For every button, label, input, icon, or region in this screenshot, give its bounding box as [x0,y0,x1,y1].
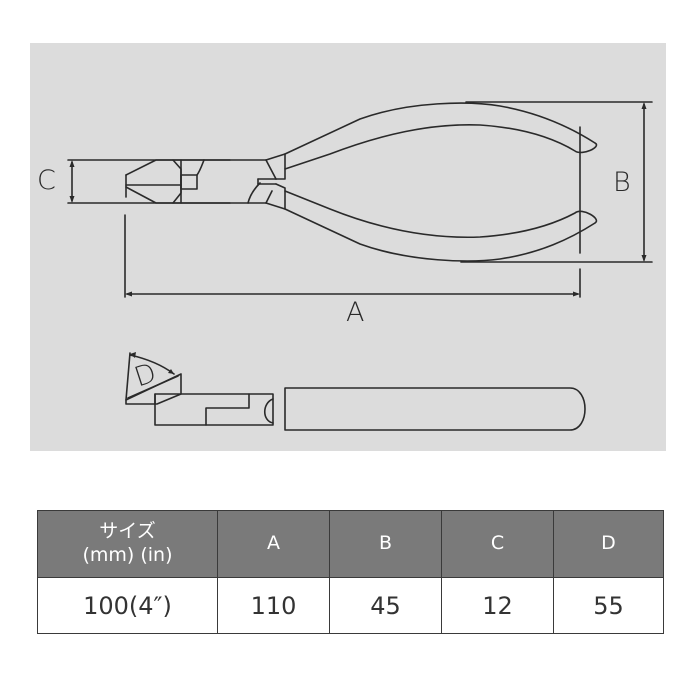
cell-a: 110 [217,577,330,634]
header-c: C [441,510,554,578]
cell-d: 55 [553,577,664,634]
dimension-c [67,159,231,204]
dimension-a [124,214,581,298]
cell-c: 12 [441,577,554,634]
header-size: サイズ (mm) (in) [37,510,218,578]
header-a: A [217,510,330,578]
label-a: A [346,297,365,328]
spec-table: サイズ (mm) (in) A B C D 100(4″) 110 45 12 … [37,510,664,634]
header-size-label: サイズ [99,520,156,543]
pliers-side-view [125,352,586,431]
label-b: B [613,167,631,198]
spec-table-header: サイズ (mm) (in) A B C D [37,510,664,578]
pliers-head-top [125,153,286,210]
header-size-units: (mm) (in) [82,544,173,566]
dimension-b [460,101,653,263]
cell-b: 45 [329,577,442,634]
pliers-drawing [67,101,653,431]
header-d: D [553,510,664,578]
header-b: B [329,510,442,578]
label-c: C [37,165,56,196]
cell-size: 100(4″) [37,577,218,634]
pliers-handles-top [284,102,598,262]
diagram-panel: C B A D [30,43,666,451]
table-row: 100(4″) 110 45 12 55 [37,577,664,634]
